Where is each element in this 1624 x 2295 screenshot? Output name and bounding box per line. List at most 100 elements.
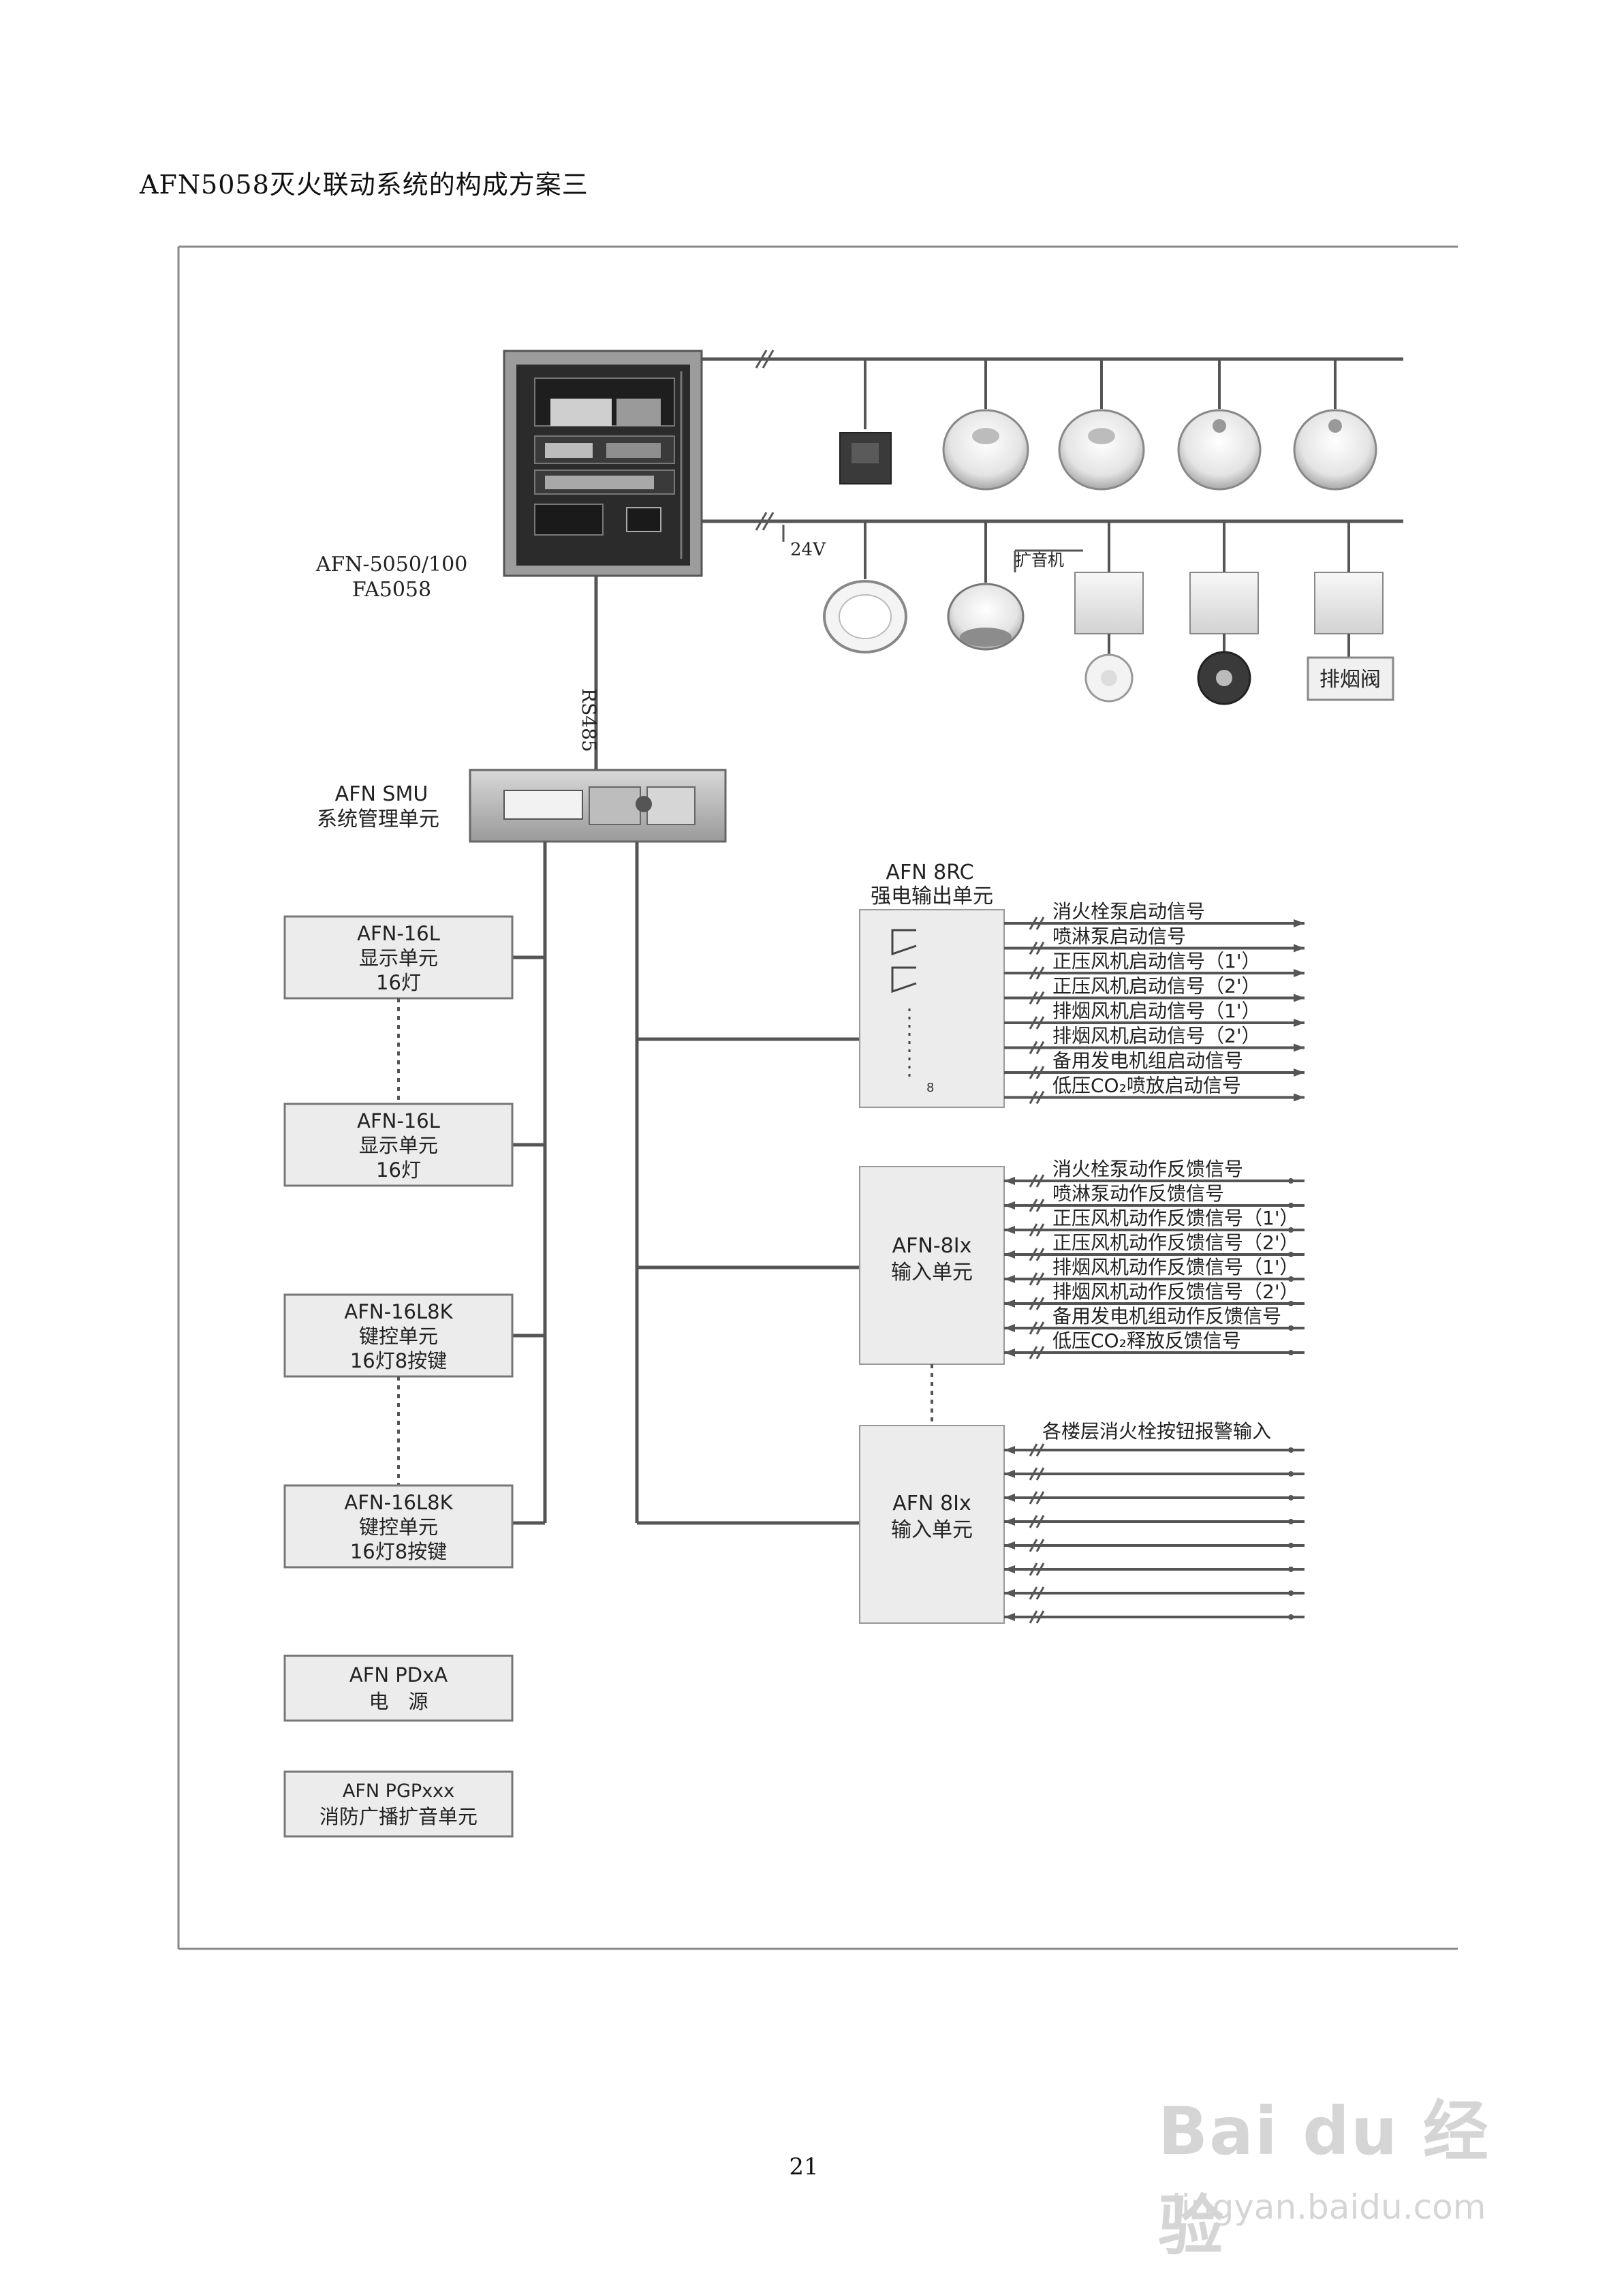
watermark-main: Bai du 经验	[1158, 2093, 1490, 2264]
signal-line: 正压风机动作反馈信号（1'）	[1004, 1207, 1305, 1237]
signal-label: 正压风机启动信号（1'）	[1052, 950, 1261, 972]
signal-line: 喷淋泵启动信号	[1004, 925, 1305, 955]
signal-label: 正压风机动作反馈信号（1'）	[1052, 1207, 1299, 1229]
left-unit-line2: 消防广播扩音单元	[319, 1805, 478, 1828]
left-unit-line2: 显示单元	[359, 946, 438, 970]
output-unit-line2: 强电输出单元	[871, 884, 993, 908]
input-unit-2-box	[859, 1425, 1005, 1624]
output-signal-lines: 消火栓泵启动信号喷淋泵启动信号正压风机启动信号（1'）正压风机启动信号（2'）排…	[1004, 900, 1305, 1105]
smu-line1: AFN SMU	[335, 782, 428, 806]
signal-line: 备用发电机组动作反馈信号	[1004, 1305, 1305, 1335]
signal-line	[1004, 1562, 1305, 1576]
left-unit: AFN-16L8K 键控单元 16灯8按键	[283, 1484, 514, 1569]
signal-line: 排烟风机启动信号（2'）	[1004, 1025, 1305, 1055]
signal-label: 排烟风机启动信号（2'）	[1052, 1025, 1261, 1047]
signal-label: 正压风机启动信号（2'）	[1052, 975, 1261, 998]
watermark: Bai du 经验 jingyan.baidu.com	[1158, 2058, 1540, 2264]
signal-line: 正压风机动作反馈信号（2'）	[1004, 1231, 1305, 1261]
signal-label: 排烟风机动作反馈信号（1'）	[1052, 1256, 1299, 1278]
controller-panel	[503, 350, 703, 577]
left-unit-line1: AFN PGPxxx	[343, 1781, 454, 1802]
signal-label: 备用发电机组动作反馈信号	[1052, 1305, 1281, 1327]
signal-label: 排烟风机启动信号（1'）	[1052, 1000, 1261, 1022]
left-unit-line2: 键控单元	[359, 1515, 438, 1539]
signal-label: 备用发电机组启动信号	[1052, 1049, 1243, 1072]
signal-line: 低压CO₂喷放启动信号	[1004, 1075, 1305, 1105]
signal-line: 喷淋泵动作反馈信号	[1004, 1182, 1305, 1212]
left-unit-line1: AFN PDxA	[349, 1663, 448, 1686]
left-unit-line2: 显示单元	[359, 1134, 438, 1157]
signal-label: 喷淋泵启动信号	[1052, 925, 1186, 948]
controller-model-line2: FA5058	[352, 578, 431, 602]
smoke-detector-icon	[1058, 409, 1145, 491]
input-unit-1-box	[859, 1166, 1005, 1365]
signal-label: 喷淋泵动作反馈信号	[1052, 1182, 1224, 1205]
output-unit-line1: AFN 8RC	[886, 861, 973, 884]
signal-line	[1004, 1539, 1305, 1552]
smu-buses	[512, 842, 860, 1525]
signal-line	[1004, 1515, 1305, 1528]
signal-label: 排烟风机动作反馈信号（2'）	[1052, 1280, 1299, 1303]
control-module-icon	[1189, 572, 1259, 634]
signal-line	[1004, 1491, 1305, 1505]
left-unit-line1: AFN-16L8K	[344, 1300, 453, 1323]
left-unit-line3: 16灯8按键	[350, 1540, 447, 1563]
smoke-exhaust-valve-label: 排烟阀	[1320, 668, 1381, 692]
signal-label: 消火栓泵启动信号	[1052, 900, 1205, 923]
left-unit-line1: AFN-16L8K	[344, 1491, 453, 1514]
signal-line	[1004, 1467, 1305, 1481]
smoke-exhaust-valve-box	[1307, 656, 1394, 701]
signal-line	[1004, 1586, 1305, 1600]
signal-label: 低压CO₂释放反馈信号	[1052, 1329, 1241, 1352]
signal-line	[1004, 1610, 1305, 1624]
left-unit-line3: 16灯	[376, 971, 421, 994]
amplifier-label: 扩音机	[1015, 551, 1064, 570]
left-unit: AFN-16L 显示单元 16灯	[283, 1103, 514, 1187]
input-2-signal-lines	[1004, 1443, 1305, 1624]
input-unit-2-header: 各楼层消火栓按钮报警输入	[1042, 1420, 1271, 1443]
upper-bus-devices	[839, 359, 1377, 491]
signal-label: 低压CO₂喷放启动信号	[1052, 1075, 1241, 1097]
output-unit-box	[859, 909, 1005, 1108]
signal-line: 消火栓泵动作反馈信号	[1004, 1158, 1305, 1188]
lower-bus-devices: 扩音机 排烟阀	[823, 521, 1394, 705]
watermark-sub: jingyan.baidu.com	[1172, 2187, 1486, 2227]
page-number: 21	[789, 2153, 819, 2181]
input-unit-1-line1: AFN-8Ix	[892, 1234, 972, 1258]
relay-contact-icon	[891, 929, 917, 1077]
smu-rack-unit	[469, 769, 727, 843]
left-unit-line2: 键控单元	[359, 1325, 438, 1348]
controller-model-line1: AFN-5050/100	[315, 553, 468, 576]
left-unit: AFN PDxA 电 源	[283, 1654, 514, 1722]
heat-detector-icon	[1293, 409, 1377, 491]
rs485-label: RS485	[578, 688, 600, 752]
left-unit: AFN-16L 显示单元 16灯	[283, 915, 514, 1000]
diagram-frame	[177, 245, 1458, 1950]
heat-detector-icon	[1177, 409, 1262, 491]
left-unit-line1: AFN-16L	[357, 1109, 440, 1133]
signal-line: 正压风机启动信号（1'）	[1004, 950, 1305, 980]
signal-line: 排烟风机启动信号（1'）	[1004, 1000, 1305, 1030]
smu-line2: 系统管理单元	[317, 807, 439, 831]
signal-label: 消火栓泵动作反馈信号	[1052, 1158, 1243, 1180]
left-unit-line3: 16灯8按键	[350, 1349, 447, 1372]
left-unit-line2: 电 源	[369, 1690, 428, 1713]
control-module-icon	[1314, 572, 1384, 634]
left-unit: AFN-16L8K 键控单元 16灯8按键	[283, 1293, 514, 1378]
signal-line: 排烟风机动作反馈信号（1'）	[1004, 1256, 1305, 1286]
relay-index: 8	[926, 1081, 934, 1095]
input-unit-1-line2: 输入单元	[891, 1261, 973, 1284]
left-unit-line3: 16灯	[376, 1158, 421, 1182]
signal-line: 备用发电机组启动信号	[1004, 1049, 1305, 1079]
voltage-label: 24V	[790, 540, 826, 560]
signal-line: 排烟风机动作反馈信号（2'）	[1004, 1280, 1305, 1310]
signal-line: 消火栓泵启动信号	[1004, 900, 1305, 930]
signal-label: 正压风机动作反馈信号（2'）	[1052, 1231, 1299, 1254]
signal-line	[1004, 1443, 1305, 1457]
left-unit-line1: AFN-16L	[357, 922, 440, 945]
left-unit: AFN PGPxxx 消防广播扩音单元	[283, 1770, 514, 1838]
smoke-detector-icon	[942, 409, 1029, 491]
input-1-signal-lines: 消火栓泵动作反馈信号喷淋泵动作反馈信号正压风机动作反馈信号（1'）正压风机动作反…	[1004, 1158, 1305, 1359]
signal-line: 低压CO₂释放反馈信号	[1004, 1329, 1305, 1359]
